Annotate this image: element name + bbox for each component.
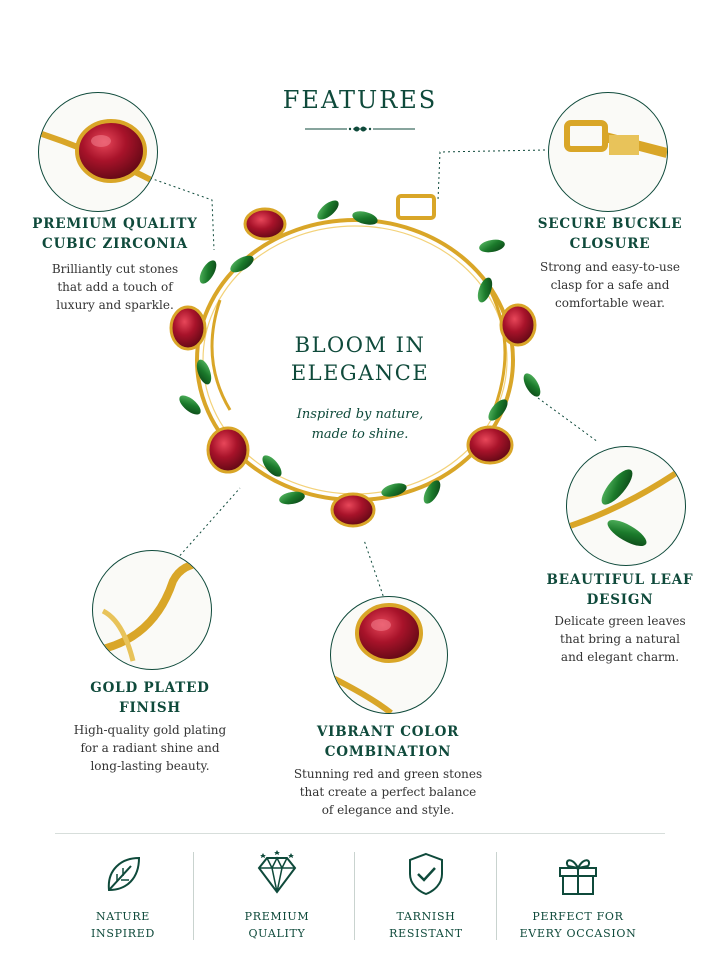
badge-label-line1: PREMIUM [244,910,310,923]
badge-separator [354,852,355,940]
leaf-title: BEAUTIFUL LEAF DESIGN [525,570,715,610]
color-desc-line: Stunning red and green stones [293,767,483,781]
badge-nature: NATURE INSPIRED [48,850,198,942]
badge-label-line1: NATURE [95,910,151,923]
badge-label-line2: INSPIRED [91,927,155,940]
badge-tarnish-label: TARNISH RESISTANT [351,908,501,942]
color-title-line1: VIBRANT COLOR [316,724,460,740]
color-title-line2: COMBINATION [324,744,452,760]
leaf-desc: Delicate green leaves that bring a natur… [525,612,715,666]
leaf-detail-image [566,446,686,566]
badge-label-line2: QUALITY [248,927,306,940]
zirconia-desc: Brilliantly cut stones that add a touch … [20,260,210,314]
badge-label-line1: TARNISH [396,910,456,923]
badge-label-line2: EVERY OCCASION [519,927,637,940]
gold-title-line1: GOLD PLATED [90,680,210,696]
zirconia-desc-line: luxury and sparkle. [56,298,174,312]
buckle-title-line2: CLOSURE [569,236,651,252]
leaf-desc-line: Delicate green leaves [554,614,686,628]
badge-premium: PREMIUM QUALITY [202,850,352,942]
shield-check-icon [409,852,443,896]
buckle-desc-line: comfortable wear. [555,296,665,310]
leaf-icon [107,856,141,892]
title-ornament [305,126,415,132]
leaf-title-line1: BEAUTIFUL LEAF [546,572,694,588]
badge-premium-label: PREMIUM QUALITY [202,908,352,942]
zirconia-title-line1: PREMIUM QUALITY [32,216,198,232]
gold-desc-line: long-lasting beauty. [90,759,210,773]
badge-tarnish: TARNISH RESISTANT [351,850,501,942]
buckle-desc-line: clasp for a safe and [550,278,670,292]
badge-label-line2: RESISTANT [389,927,463,940]
gold-title-line2: FINISH [119,700,181,716]
center-title-line1: BLOOM IN [294,333,426,357]
color-desc-line: of elegance and style. [321,803,455,817]
gold-desc-line: for a radiant shine and [80,741,220,755]
buckle-title-line1: SECURE BUCKLE [537,216,683,232]
buckle-desc: Strong and easy-to-use clasp for a safe … [515,258,705,312]
gift-icon [559,859,597,895]
color-detail-image [330,596,448,714]
gold-desc: High-quality gold plating for a radiant … [45,721,255,775]
zirconia-title-line2: CUBIC ZIRCONIA [42,236,188,252]
zirconia-desc-line: Brilliantly cut stones [51,262,179,276]
gold-desc-line: High-quality gold plating [73,723,227,737]
diamond-icon [257,850,297,894]
badge-occasion-label: PERFECT FOR EVERY OCCASION [503,908,653,942]
gold-detail-image [92,550,212,670]
color-desc-line: that create a perfect balance [299,785,477,799]
center-subtitle-line1: Inspired by nature, [296,407,424,422]
badge-separator [193,852,194,940]
zirconia-desc-line: that add a touch of [57,280,173,294]
zirconia-detail-image [38,92,158,212]
badge-occasion: PERFECT FOR EVERY OCCASION [503,850,653,942]
color-title: VIBRANT COLOR COMBINATION [283,722,493,762]
gold-title: GOLD PLATED FINISH [55,678,245,718]
bracelet-image [169,194,541,528]
center-title-line2: ELEGANCE [290,361,430,385]
buckle-desc-line: Strong and easy-to-use [540,260,680,274]
badge-separator [496,852,497,940]
leaf-desc-line: and elegant charm. [560,650,680,664]
badge-nature-label: NATURE INSPIRED [48,908,198,942]
center-title: BLOOM IN ELEGANCE [240,331,480,387]
leaf-title-line2: DESIGN [586,592,654,608]
buckle-detail-image [548,92,668,212]
page-title: FEATURES [282,86,438,114]
color-desc: Stunning red and green stones that creat… [273,765,503,819]
zirconia-title: PREMIUM QUALITY CUBIC ZIRCONIA [20,214,210,254]
badge-label-line1: PERFECT FOR [532,910,624,923]
buckle-title: SECURE BUCKLE CLOSURE [515,214,705,254]
leaf-desc-line: that bring a natural [560,632,680,646]
badges-divider [55,833,665,834]
center-subtitle: Inspired by nature, made to shine. [240,405,480,445]
center-subtitle-line2: made to shine. [311,427,409,442]
